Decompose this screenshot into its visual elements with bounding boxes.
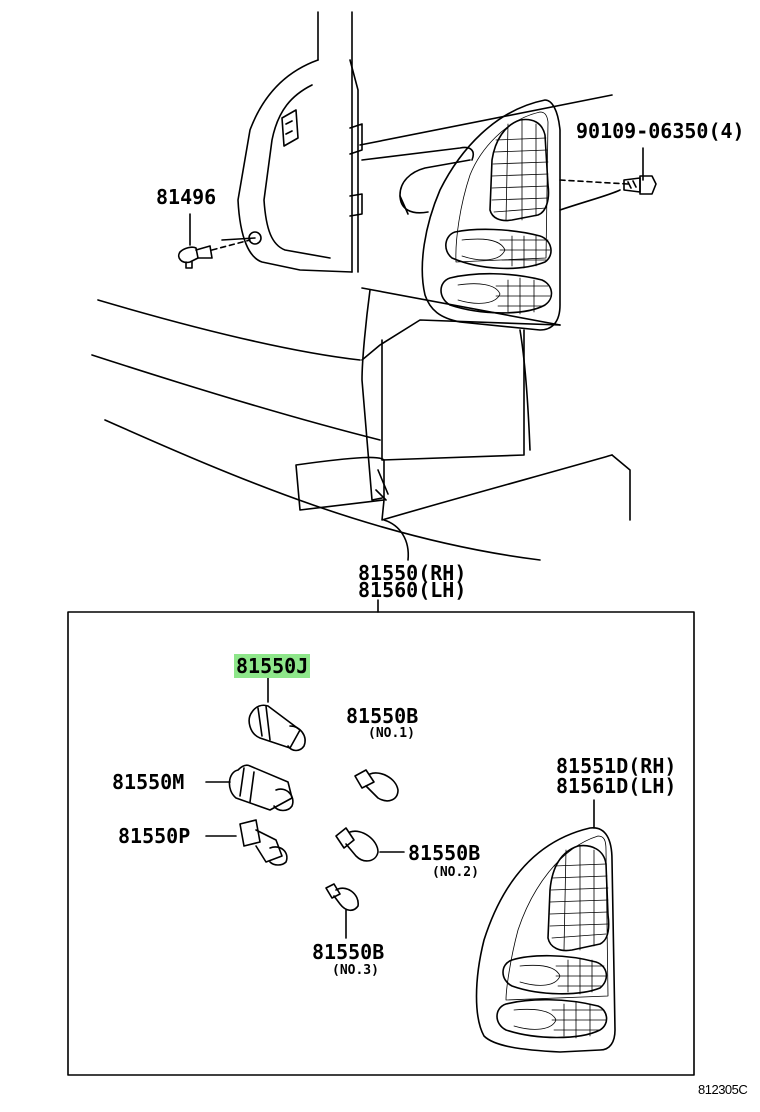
socket-m-part-number[interactable]: 81550M	[112, 770, 185, 794]
assembly-lh-part-number[interactable]: 81560(LH)	[358, 578, 467, 602]
socket-m-icon	[205, 764, 294, 812]
socket-j-icon	[248, 675, 306, 752]
bulb-no2-icon	[335, 827, 405, 862]
bolt-icon	[559, 147, 657, 195]
bulb-no3-icon	[325, 883, 359, 939]
tail-lamp-installed	[421, 99, 561, 331]
lens-rh-part-number[interactable]: 81551D(RH)	[556, 754, 677, 778]
lens-icon	[475, 799, 616, 1053]
bulb-no1-icon	[354, 769, 399, 802]
clip-icon	[177, 213, 251, 269]
lens-lh-part-number[interactable]: 81561D(LH)	[556, 774, 677, 798]
assembly-bracket	[67, 599, 695, 1076]
diagram-code: 812305C	[698, 1082, 748, 1097]
bulb-no1-part-number[interactable]: 81550B	[346, 704, 419, 728]
bulb-no3-part-number[interactable]: 81550B	[312, 940, 385, 964]
bulb-no3-label: (NO.3)	[332, 963, 379, 978]
bolt-part-number[interactable]: 90109-06350(4)	[576, 119, 745, 143]
socket-j-part-number[interactable]: 81550J	[234, 654, 311, 678]
bulb-no2-label: (NO.2)	[432, 865, 479, 880]
highlighted-part-label: 81550J	[234, 654, 311, 678]
assembly-rh-part-number[interactable]: 81550(RH)	[358, 561, 467, 585]
clip-part-number[interactable]: 81496	[156, 185, 217, 209]
bulb-no2-part-number[interactable]: 81550B	[408, 841, 481, 865]
bulb-no1-label: (NO.1)	[368, 726, 415, 741]
socket-p-icon	[205, 819, 288, 866]
vehicle-body-outline	[91, 11, 631, 561]
socket-p-part-number[interactable]: 81550P	[118, 824, 191, 848]
